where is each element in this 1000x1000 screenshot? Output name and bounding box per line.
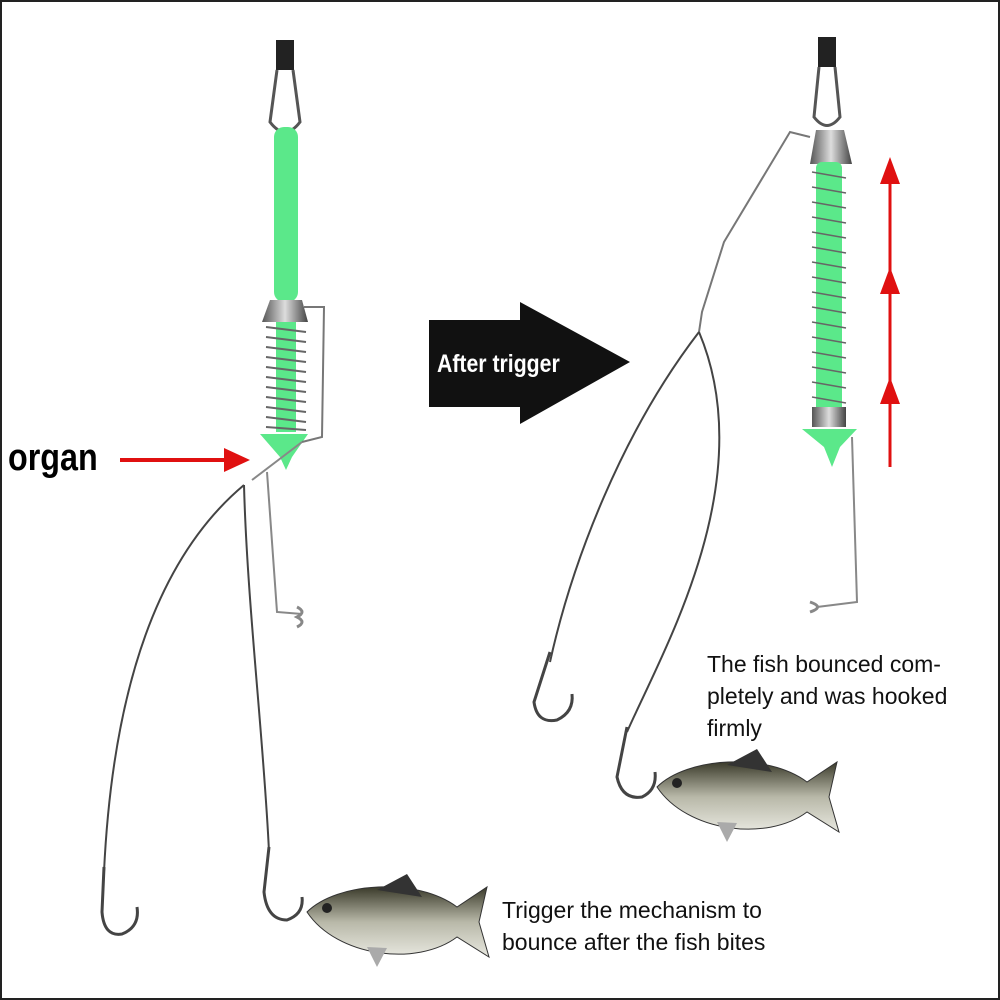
metal-cone — [810, 130, 852, 164]
before-trigger-caption: Trigger the mechanism to bounce after th… — [502, 897, 768, 955]
hook-icon — [100, 846, 304, 936]
rig-after-trigger — [532, 37, 900, 843]
caption-line: bounce after the fish bites — [502, 929, 765, 955]
green-trigger-base — [260, 434, 308, 470]
upward-red-arrows — [880, 157, 900, 467]
leader-line-left — [103, 484, 245, 873]
green-trigger-base — [802, 429, 857, 467]
caption-line: firmly — [707, 715, 762, 741]
hook-icon — [532, 651, 657, 799]
leader-line-left — [549, 331, 700, 663]
leader-line-right — [626, 331, 721, 733]
rig-before-trigger — [100, 40, 490, 968]
caption-line: pletely and was hooked — [707, 683, 947, 709]
snap-clip-icon — [812, 37, 842, 127]
spring — [811, 162, 847, 427]
after-trigger-arrow: After trigger — [429, 302, 630, 424]
after-trigger-label: After trigger — [437, 349, 560, 377]
trigger-wire — [301, 306, 326, 443]
caption-line: Trigger the mechanism to — [502, 897, 762, 923]
leader-line-right — [243, 484, 270, 853]
metal-cone — [262, 300, 308, 322]
fish-image — [656, 748, 840, 843]
caption-line: The fish bounced com- — [707, 651, 941, 677]
spring — [265, 322, 307, 432]
fish-image — [306, 873, 490, 968]
snap-clip-icon — [268, 40, 302, 134]
red-pointer-arrow — [120, 448, 250, 472]
after-trigger-caption: The fish bounced com- pletely and was ho… — [707, 651, 954, 741]
organ-label: organ — [8, 437, 98, 479]
trigger-wire — [698, 130, 811, 333]
green-rod — [274, 127, 298, 302]
